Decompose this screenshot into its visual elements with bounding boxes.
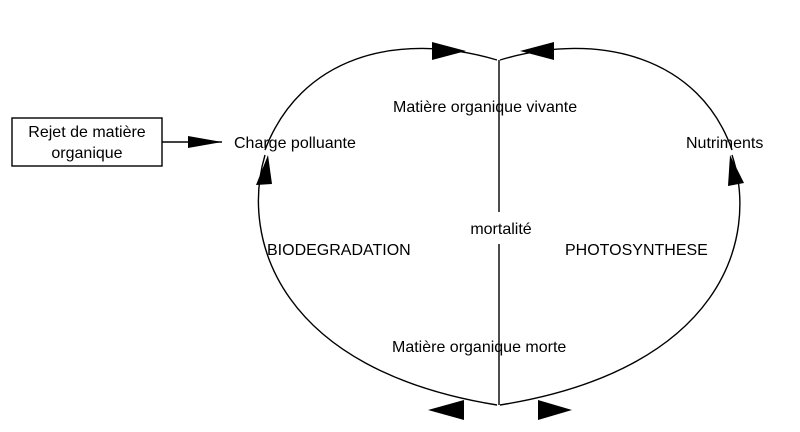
left-lower-arc — [257, 154, 498, 406]
bottom-left-arrowhead — [428, 400, 464, 420]
charge-polluante-arrowhead — [256, 155, 272, 185]
top-left-arrowhead — [432, 42, 466, 60]
nutriments-arrowhead — [728, 155, 744, 186]
label-matiere-morte: Matière organique morte — [392, 339, 566, 356]
source-box-line2: organique — [51, 145, 122, 162]
bottom-right-arrowhead — [538, 400, 572, 420]
label-charge-polluante: Charge polluante — [234, 135, 356, 152]
top-right-arrowhead — [520, 42, 554, 60]
label-matiere-vivante: Matière organique vivante — [393, 99, 577, 116]
right-lower-arc — [499, 154, 741, 406]
label-photosynthese: PHOTOSYNTHESE — [565, 242, 708, 259]
input-arrowhead — [188, 136, 222, 148]
label-biodegradation: BIODEGRADATION — [267, 242, 411, 259]
label-nutriments: Nutriments — [686, 135, 763, 152]
source-box-line1: Rejet de matière — [28, 124, 145, 141]
source-box — [11, 117, 163, 167]
label-mortalite: mortalité — [470, 221, 531, 238]
